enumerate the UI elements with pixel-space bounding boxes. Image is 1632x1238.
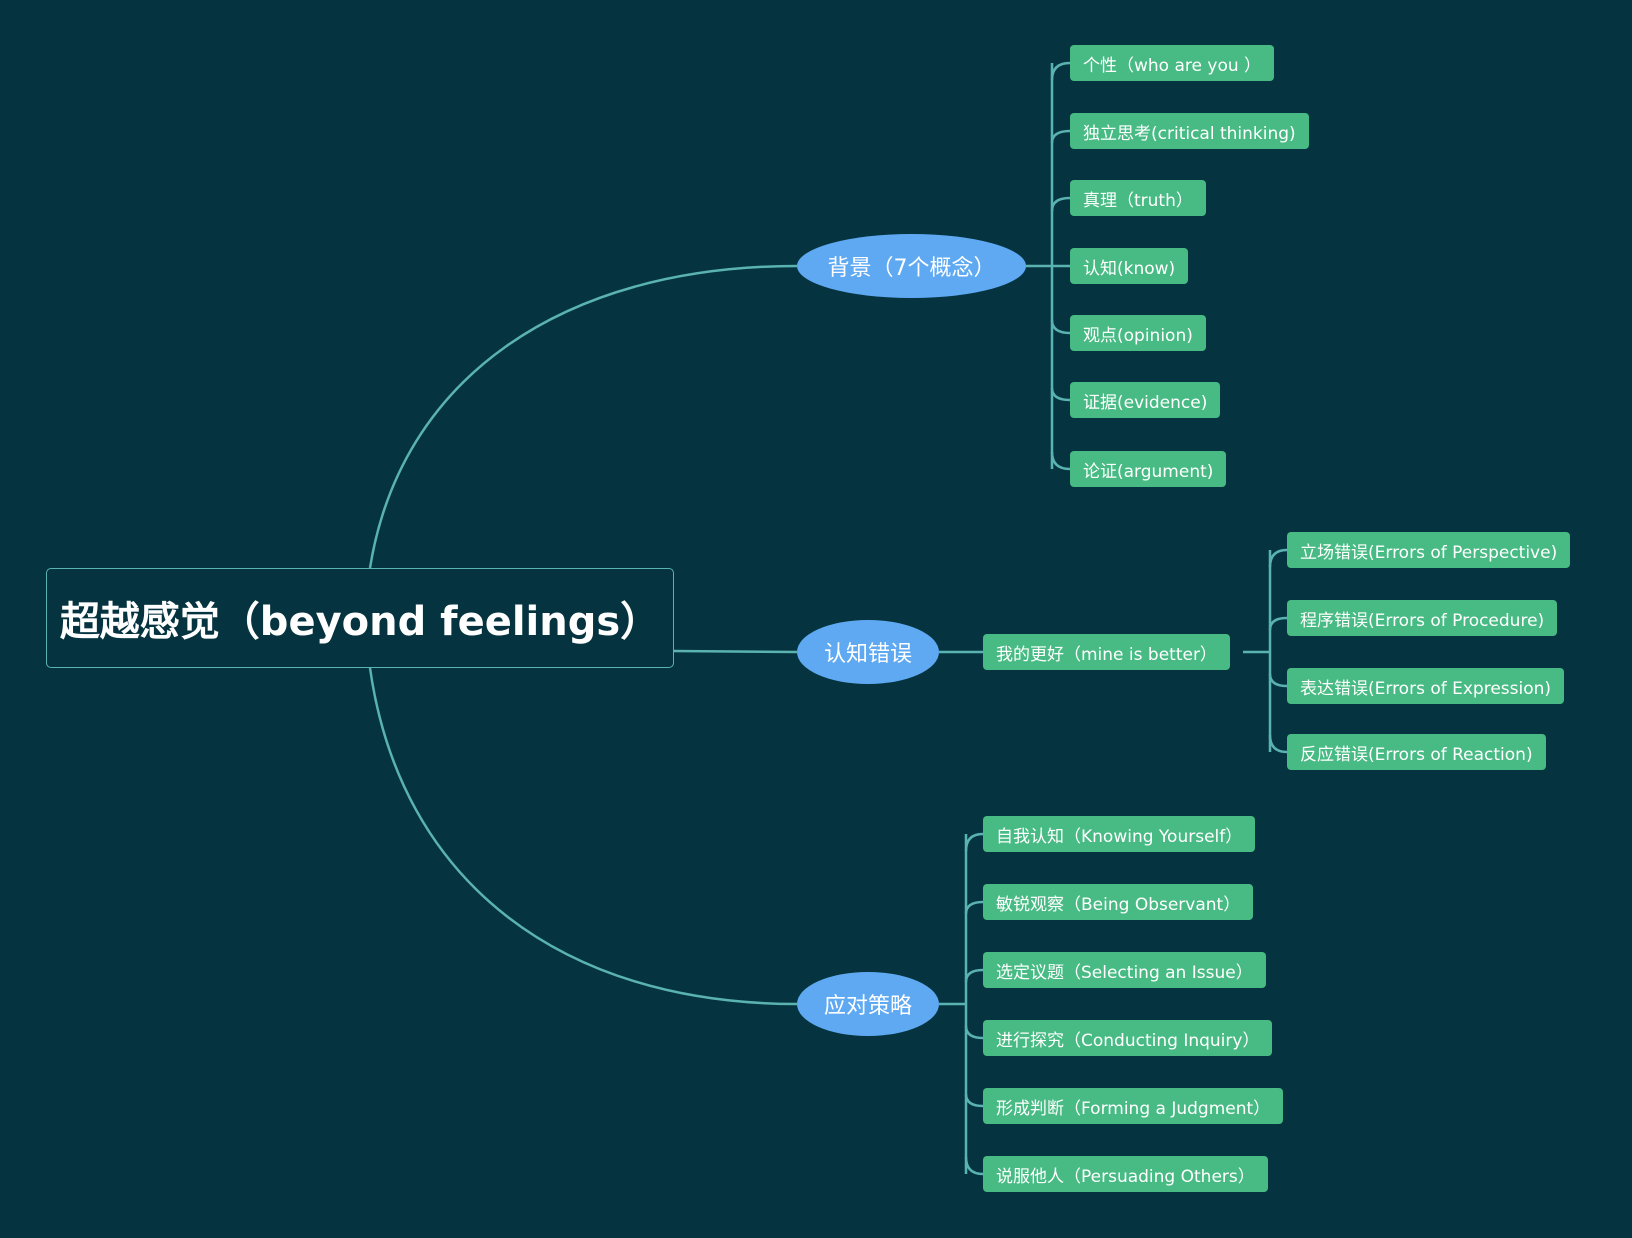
subtopic-conducting-inquiry[interactable]: 进行探究（Conducting Inquiry） (983, 1020, 1273, 1056)
subtopic-label: 观点(opinion) (1083, 325, 1193, 346)
subtopic-label: 表达错误(Errors of Expression) (1300, 678, 1552, 699)
subtopic-personality[interactable]: 个性（who are you ） (1070, 45, 1275, 81)
subtopic-label: 自我认知（Knowing Yourself） (996, 826, 1243, 847)
link-root-to-branch-2 (673, 649, 798, 654)
link-mine-better-child-3 (1268, 673, 1288, 688)
subtopic-label: 选定议题（Selecting an Issue） (996, 962, 1253, 983)
subtopic-label: 说服他人（Persuading Others） (996, 1166, 1255, 1187)
link-branch-1-child-5 (1050, 319, 1071, 335)
link-branch-3-child-4 (964, 1025, 984, 1040)
branch-topic-label: 认知错误 (823, 642, 912, 667)
link-root-to-branch-3 (368, 667, 798, 1006)
subtopic-argument[interactable]: 论证(argument) (1070, 451, 1227, 487)
subtopic-opinion[interactable]: 观点(opinion) (1070, 315, 1206, 351)
branch-topic-coping-strategies[interactable]: 应对策略 (797, 972, 939, 1036)
subtopic-label: 认知(know) (1083, 258, 1176, 279)
subtopic-critical-thinking[interactable]: 独立思考(critical thinking) (1070, 113, 1309, 149)
subtopic-label: 证据(evidence) (1083, 392, 1208, 413)
link-mine-better-child-4 (1268, 734, 1288, 754)
subtopic-errors-of-expression[interactable]: 表达错误(Errors of Expression) (1287, 668, 1565, 704)
subtopic-forming-a-judgment[interactable]: 形成判断（Forming a Judgment） (983, 1088, 1284, 1124)
subtopic-selecting-an-issue[interactable]: 选定议题（Selecting an Issue） (983, 952, 1266, 988)
subtopic-label: 论证(argument) (1083, 461, 1214, 482)
subtopic-being-observant[interactable]: 敏锐观察（Being Observant） (983, 884, 1254, 920)
link-branch-3-child-2 (964, 900, 984, 915)
link-branch-1-child-7 (1050, 451, 1071, 471)
subtopic-label: 真理（truth） (1083, 190, 1193, 211)
subtopic-know[interactable]: 认知(know) (1070, 248, 1189, 284)
link-branch-3-child-6 (964, 1156, 984, 1176)
branch-topic-label: 背景（7个概念） (827, 256, 996, 281)
link-mine-better-child-2 (1268, 616, 1288, 631)
link-branch-1-child-6 (1050, 387, 1071, 402)
subtopic-mine-is-better[interactable]: 我的更好（mine is better） (983, 634, 1230, 670)
link-branch-3-child-5 (964, 1093, 984, 1108)
branch-topic-background[interactable]: 背景（7个概念） (797, 234, 1026, 298)
subtopic-label: 独立思考(critical thinking) (1083, 123, 1296, 144)
subtopic-label: 形成判断（Forming a Judgment） (996, 1098, 1271, 1119)
branch-topic-label: 应对策略 (823, 994, 912, 1019)
link-root-to-branch-1 (368, 264, 798, 569)
subtopic-evidence[interactable]: 证据(evidence) (1070, 382, 1221, 418)
link-branch-1-child-3 (1050, 196, 1071, 212)
subtopic-label: 立场错误(Errors of Perspective) (1300, 542, 1558, 563)
subtopic-label: 个性（who are you ） (1083, 55, 1262, 76)
subtopic-knowing-yourself[interactable]: 自我认知（Knowing Yourself） (983, 816, 1256, 852)
subtopic-label: 敏锐观察（Being Observant） (996, 894, 1241, 915)
subtopic-label: 我的更好（mine is better） (996, 644, 1217, 665)
link-branch-3-child-1 (964, 832, 984, 852)
subtopic-label: 进行探究（Conducting Inquiry） (996, 1030, 1260, 1051)
link-branch-1-child-1 (1050, 61, 1071, 81)
branch-topic-cognitive-errors[interactable]: 认知错误 (797, 620, 939, 684)
link-branch-1-child-2 (1050, 129, 1071, 144)
root-topic[interactable]: 超越感觉（beyond feelings） (46, 568, 674, 668)
subtopic-errors-of-perspective[interactable]: 立场错误(Errors of Perspective) (1287, 532, 1571, 568)
subtopic-errors-of-procedure[interactable]: 程序错误(Errors of Procedure) (1287, 600, 1558, 636)
subtopic-errors-of-reaction[interactable]: 反应错误(Errors of Reaction) (1287, 734, 1546, 770)
subtopic-persuading-others[interactable]: 说服他人（Persuading Others） (983, 1156, 1268, 1192)
root-topic-label: 超越感觉（beyond feelings） (59, 599, 661, 645)
link-mine-better-child-1 (1268, 548, 1288, 568)
subtopic-label: 程序错误(Errors of Procedure) (1300, 610, 1545, 631)
subtopic-truth[interactable]: 真理（truth） (1070, 180, 1206, 216)
subtopic-label: 反应错误(Errors of Reaction) (1300, 744, 1533, 765)
link-branch-3-child-3 (964, 968, 984, 983)
